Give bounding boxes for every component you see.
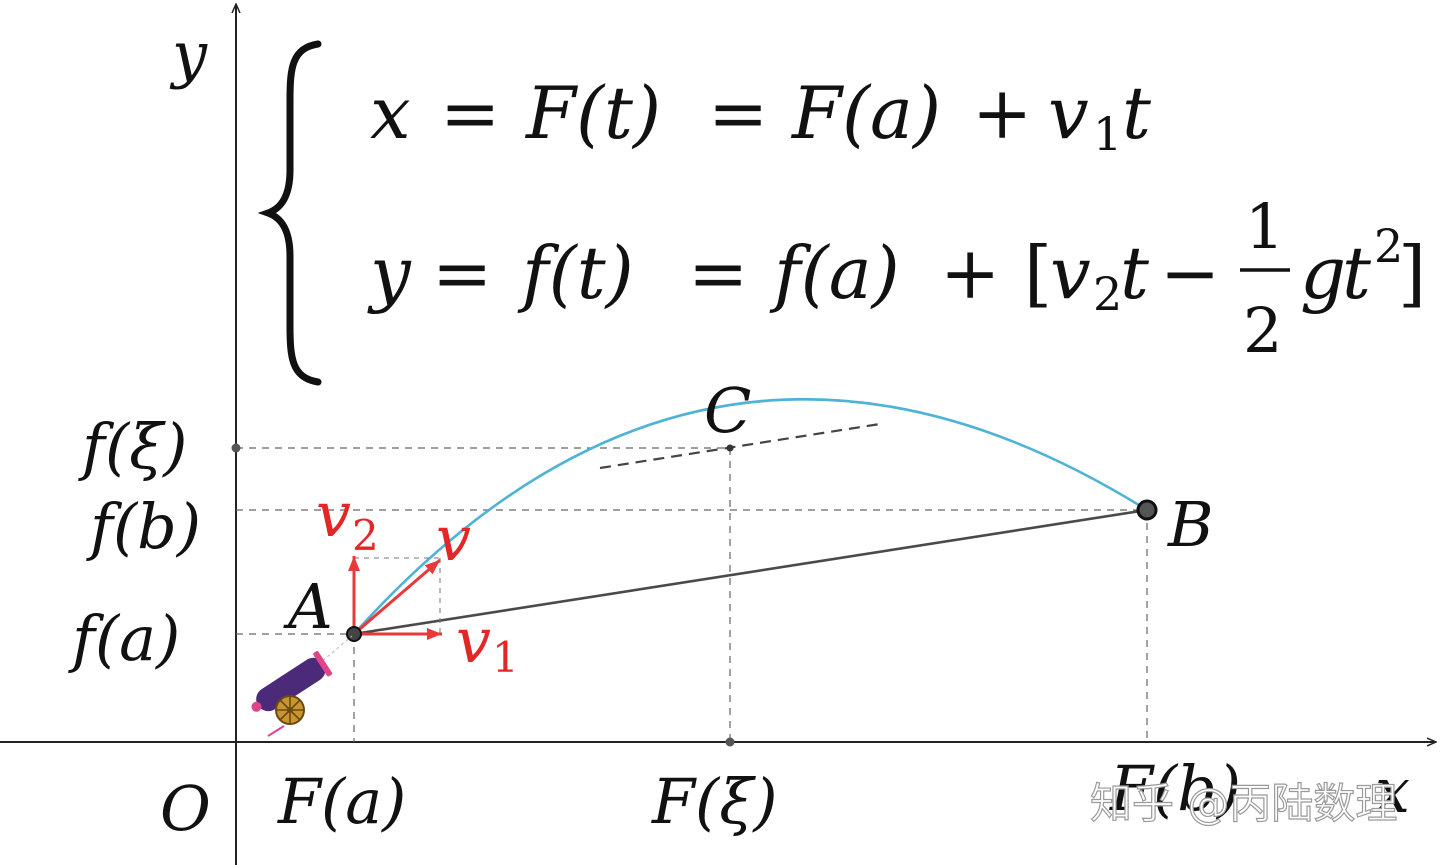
guide-lines [236,447,1148,742]
x-axis-label: x [1375,754,1410,827]
system-brace [257,40,322,386]
equation-line-1: x = F(t) = F(a) + v 1 t [370,71,1152,167]
vector-v [353,558,441,636]
x-tick-F-a: F(a) [277,765,406,838]
fraction-denominator: 2 [1243,294,1282,367]
cannon-wheel-hub [287,707,293,713]
label-B: B [1167,488,1214,561]
origin-label: O [160,772,211,845]
label-v1: v 1 [456,604,519,682]
equation-line-2: y = f(t) = f(a) + [ v 2 t − g t 2 ] [367,195,1426,327]
tick-dot-F-xi [725,737,735,747]
label-C: C [704,374,751,447]
y-tick-f-b: f(b) [86,490,201,563]
watermark: 知乎 @丙陆数理 [1090,779,1397,828]
cannon-barrel [256,657,326,712]
velocity-box [354,557,441,634]
tangent-at-C [599,422,881,470]
point-A [346,626,362,642]
tick-dot-f-xi [231,443,241,453]
chord-AB [353,508,1148,636]
y-tick-f-a: f(a) [68,602,180,675]
fraction-numerator: 1 [1245,190,1284,263]
cannon-rope [267,725,285,737]
label-A: A [283,570,333,643]
point-C [726,444,734,452]
x-tick-F-xi: F(ξ) [651,765,778,838]
y-tick-f-xi: f(ξ) [78,410,187,483]
cannon-muzzle [313,651,333,677]
x-tick-F-b: F(b) [1109,752,1241,825]
cannon-illustration [251,635,353,737]
point-B [1136,499,1158,521]
label-v2: v 2 [316,478,379,560]
cannon-cascabel [251,701,262,712]
trajectory-curve [353,397,1148,635]
cannon-aim-line [299,635,353,681]
label-v: v [436,502,471,575]
y-axis-label: y [169,18,208,91]
